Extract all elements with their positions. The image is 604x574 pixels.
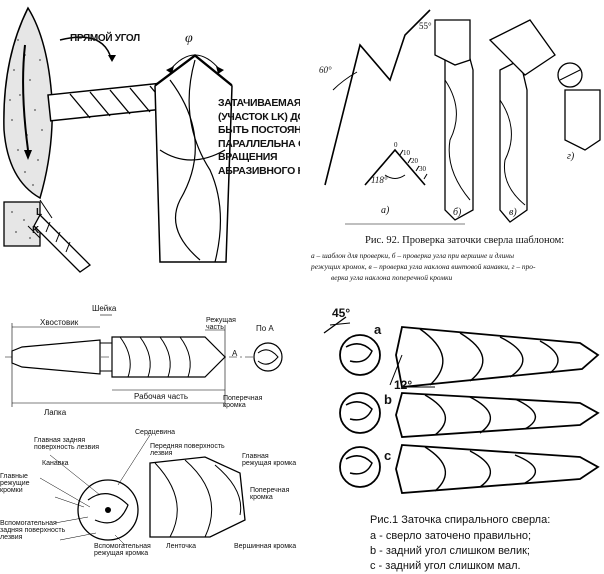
scale-tick: 10 — [403, 149, 410, 157]
figure-1-item: с - задний угол слишком мал. — [370, 560, 521, 572]
figure-1-item: b - задний угол слишком велик; — [370, 545, 530, 557]
land-label: Ленточка — [166, 543, 196, 550]
figure-1-item: а - сверло заточено правильно; — [370, 530, 532, 542]
subfigure-v: в) — [509, 207, 517, 218]
subfigure-a: а) — [381, 205, 390, 216]
core-label: Сердцевина — [135, 429, 175, 436]
figure-1-title: Рис.1 Заточка спирального сверла: — [370, 514, 551, 526]
shank-label: Хвостовик — [40, 318, 79, 327]
drill-a — [395, 326, 600, 388]
main-back-surface-label: Главная задняя поверхность лезвия — [34, 437, 100, 451]
spiral-drill-illustration — [323, 316, 600, 494]
drill-b — [395, 392, 600, 438]
template-gauge — [324, 9, 431, 186]
panel-drill-grinding: ПРЯМОЙ УГОЛ φ ЗАТАЧИВАЕМАЯ КРОМКА (УЧАСТ… — [0, 0, 300, 290]
panel-drill-anatomy: Шейка Хвостовик Режущая часть По А А Поп… — [0, 295, 305, 574]
note-line: АБРАЗИВНОГО КРУГА — [218, 164, 300, 177]
tip-edge-label: Вершинная кромка — [234, 543, 297, 550]
letter-a-label: a — [374, 322, 382, 337]
point-l-label: L — [36, 207, 42, 218]
panel-spiral-drill-sharpening: 45° 12° a b c Рис.1 Заточка спирального … — [310, 295, 604, 574]
drill-check-v — [499, 59, 528, 223]
section-a-letter: А — [232, 349, 238, 358]
angle-118-label: 118° — [371, 175, 388, 185]
front-surface-label: Передняя поверхность лезвия — [150, 443, 225, 457]
figure-92-caption-line: верка угла наклона поперечной кромки — [331, 273, 453, 282]
letter-b-label: b — [384, 392, 392, 407]
drill-body-outline — [111, 336, 226, 378]
transverse-edge-2-label: Поперечная кромка — [250, 487, 290, 501]
note-line: ПАРАЛЛЕЛЬНА ОСИ — [218, 137, 300, 150]
figure-92-caption-line: режущих кромок, в – проверка угла наклон… — [311, 262, 536, 271]
right-angle-label: ПРЯМОЙ УГОЛ — [70, 33, 140, 44]
end-view-a — [339, 334, 381, 376]
drill-check-b — [444, 39, 474, 221]
sharpening-note: ЗАТАЧИВАЕМАЯ КРОМКА (УЧАСТОК LK) ДОЛЖНА … — [218, 98, 300, 176]
template-illustration — [324, 9, 601, 225]
neck-label: Шейка — [92, 304, 117, 313]
figure-92-title: Рис. 92. Проверка заточки сверла шаблоно… — [365, 235, 565, 246]
end-view-circle — [253, 342, 283, 372]
subfigure-b: б) — [453, 207, 462, 218]
grinding-illustration — [3, 6, 233, 273]
drill-anatomy-drawing — [5, 314, 283, 546]
small-drill — [33, 213, 92, 273]
angle-60-label: 60° — [319, 65, 332, 75]
scale-tick: 0 — [394, 141, 398, 149]
phi-label: φ — [185, 31, 193, 46]
aux-edge-label: Вспомогательная режущая кромка — [94, 543, 151, 557]
grinding-wheel — [3, 6, 53, 200]
scale-tick: 30 — [419, 165, 426, 173]
view-a-label: По А — [256, 324, 274, 333]
angle-12-label: 12° — [394, 378, 413, 392]
angle-45-label: 45° — [332, 306, 351, 320]
vertical-drill — [154, 55, 233, 263]
point-k-label: K — [32, 225, 39, 236]
cutting-part-label: Режущая часть — [206, 317, 236, 331]
drill-tip-outline — [149, 456, 246, 538]
tang-label: Лапка — [44, 408, 67, 417]
drill-shank-outline — [11, 339, 101, 375]
main-edge-label: Главная режущая кромка — [242, 453, 297, 467]
note-line: ЗАТАЧИВАЕМАЯ КРОМКА — [218, 97, 300, 109]
note-line: БЫТЬ ПОСТОЯННО — [218, 124, 300, 136]
flute-label: Канавка — [42, 460, 69, 467]
note-line: ВРАЩЕНИЯ — [218, 151, 278, 163]
transverse-edge-label: Поперечная кромка — [223, 395, 263, 409]
figure-92-caption-line: а – шаблон для проверки, б – проверка уг… — [311, 251, 514, 260]
aux-back-surface-label: Вспомогательная задняя поверхность лезви… — [0, 520, 66, 541]
letter-c-label: c — [384, 448, 392, 463]
scale-tick: 20 — [411, 157, 418, 165]
note-line: (УЧАСТОК LK) ДОЛЖНА — [218, 110, 300, 123]
panel-template-check: 55° 60° 118° 0 10 20 30 а) б) в) г) Рис.… — [305, 0, 604, 290]
end-view-b — [339, 392, 381, 434]
main-edges-label: Главные режущие кромки — [0, 473, 30, 494]
end-view-c — [339, 446, 381, 488]
work-part-label: Рабочая часть — [134, 392, 188, 401]
angle-55-label: 55° — [419, 21, 432, 31]
subfigure-g: г) — [567, 151, 575, 162]
drill-c — [395, 444, 600, 494]
